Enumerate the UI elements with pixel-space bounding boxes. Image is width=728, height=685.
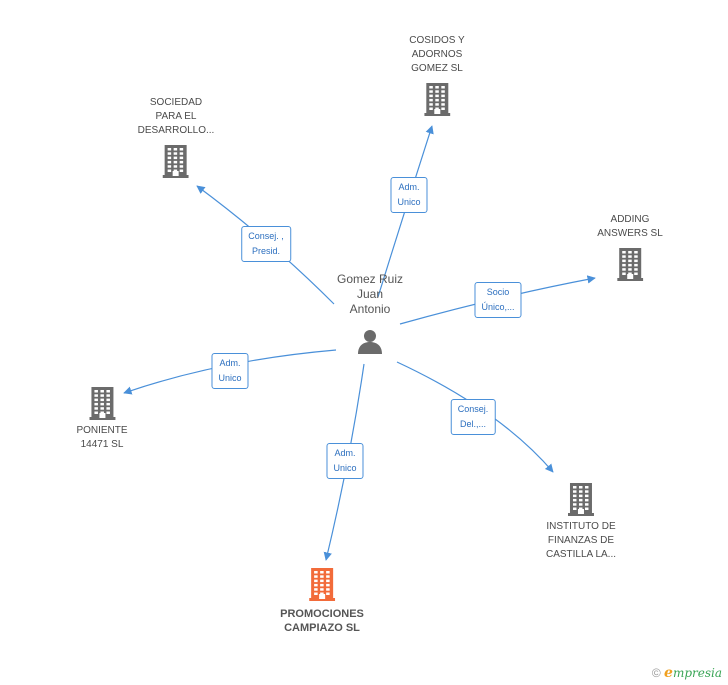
edge-label-adding[interactable]: Socio Único,...: [474, 282, 522, 318]
company-node-instituto[interactable]: INSTITUTO DE FINANZAS DE CASTILLA LA...: [546, 482, 616, 562]
copyright-icon: ©: [651, 666, 661, 680]
brand-logo[interactable]: empresia: [664, 665, 722, 681]
company-label-line: PARA EL: [155, 111, 197, 122]
company-label-line: COSIDOS Y: [409, 35, 465, 46]
edge-label-line: Adm.: [219, 358, 241, 368]
edge-label-line: Adm.: [334, 448, 356, 458]
company-node-promociones[interactable]: PROMOCIONES CAMPIAZO SL: [280, 567, 364, 635]
edge-label-line: Consej.: [457, 404, 489, 414]
edge-label-line: Único,...: [481, 302, 515, 312]
company-label-line: PROMOCIONES: [280, 608, 364, 620]
company-node-sociedad[interactable]: SOCIEDAD PARA EL DESARROLLO...: [137, 96, 215, 178]
edge-label-line: Socio: [486, 287, 510, 297]
building-icon: [138, 144, 215, 178]
edge-label-promociones[interactable]: Adm. Unico: [326, 443, 364, 479]
company-label-line: ADORNOS: [411, 49, 463, 60]
person-name-line: Juan: [356, 287, 384, 301]
building-icon: [76, 386, 127, 420]
company-label-line: CAMPIAZO SL: [284, 622, 360, 634]
company-label-line: 14471 SL: [80, 439, 124, 450]
company-label-line: PONIENTE: [76, 425, 128, 436]
edge-label-cosidos[interactable]: Adm. Unico: [390, 177, 428, 213]
person-name-line: Gomez Ruiz: [336, 272, 404, 286]
edge-label-line: Consej. ,: [248, 231, 284, 241]
center-person[interactable]: Gomez Ruiz Juan Antonio: [337, 272, 403, 360]
edge-label-line: Presid.: [251, 246, 280, 256]
company-label-line: CASTILLA LA...: [545, 549, 617, 560]
edge-label-instituto[interactable]: Consej. Del.,...: [450, 399, 496, 435]
company-label-line: DESARROLLO...: [137, 125, 215, 136]
company-label-line: ADDING: [610, 214, 650, 225]
company-label-line: GOMEZ SL: [411, 63, 463, 74]
edge-label-line: Unico: [397, 197, 421, 207]
company-label-line: SOCIEDAD: [149, 97, 203, 108]
edge-label-line: Adm.: [398, 182, 420, 192]
company-node-poniente[interactable]: PONIENTE 14471 SL: [76, 386, 128, 452]
edge-label-poniente[interactable]: Adm. Unico: [211, 353, 249, 389]
edge-label-sociedad[interactable]: Consej. , Presid.: [241, 226, 291, 262]
company-label-line: INSTITUTO DE: [546, 521, 616, 532]
footer-branding: © empresia: [652, 665, 722, 681]
company-node-cosidos[interactable]: COSIDOS Y ADORNOS GOMEZ SL: [409, 34, 465, 116]
building-icon: [409, 82, 464, 116]
company-node-adding[interactable]: ADDING ANSWERS SL: [597, 213, 663, 281]
building-icon: [546, 482, 616, 516]
building-icon: [280, 567, 364, 601]
edge-label-line: Del.,...: [459, 419, 487, 429]
company-label-line: ANSWERS SL: [597, 228, 663, 239]
person-icon: [358, 330, 382, 354]
building-icon: [597, 247, 663, 281]
person-name-line: Antonio: [349, 302, 391, 316]
company-label-line: FINANZAS DE: [547, 535, 615, 546]
edge-label-line: Unico: [218, 373, 242, 383]
edge-label-line: Unico: [333, 463, 357, 473]
